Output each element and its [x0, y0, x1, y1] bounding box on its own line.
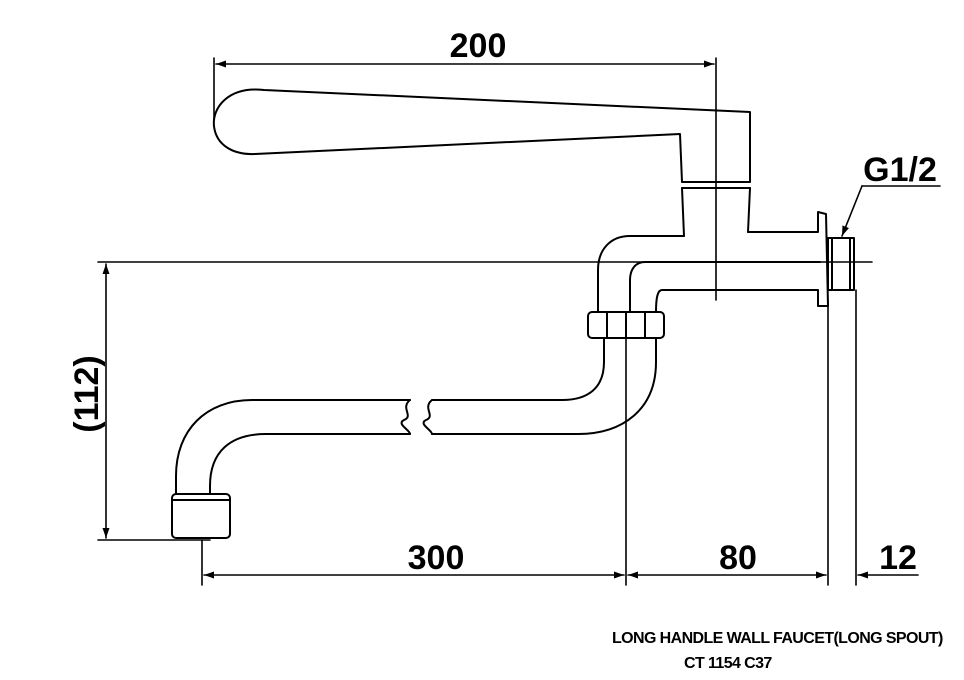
break-mark-right — [422, 399, 433, 435]
dim-label-height: (112) — [68, 355, 106, 433]
dimension-labels: 200 (112) 300 80 12 G1/2 — [68, 27, 937, 577]
lever-handle — [212, 88, 751, 183]
dimension-lines — [102, 60, 941, 579]
dim-label-thread: G1/2 — [863, 151, 937, 189]
spout-left-outer — [175, 399, 411, 495]
extension-lines — [97, 57, 873, 586]
valve-stem — [681, 187, 751, 237]
dim-label-body-depth: 80 — [719, 539, 757, 577]
outlet-elbow-outer — [597, 235, 685, 313]
outlet-elbow-lower — [655, 289, 669, 313]
faucet-outline — [171, 88, 855, 539]
dim-label-spout-length: 300 — [408, 539, 465, 577]
dim-label-flange: 12 — [879, 539, 917, 577]
drawing-title: LONG HANDLE WALL FAUCET(LONG SPOUT) — [612, 630, 943, 647]
spout-left-inner — [209, 433, 411, 495]
g12-leader-diagonal — [841, 185, 863, 237]
spout-bend-outer — [431, 337, 657, 435]
break-mark-left — [400, 399, 411, 435]
aerator — [171, 493, 231, 539]
product-code: CT 1154 C37 — [684, 655, 772, 672]
outlet-elbow-inner — [629, 261, 669, 313]
thread-flange — [827, 237, 855, 291]
spout-bend-inner — [431, 337, 605, 401]
dim-label-handle-length: 200 — [450, 27, 507, 65]
